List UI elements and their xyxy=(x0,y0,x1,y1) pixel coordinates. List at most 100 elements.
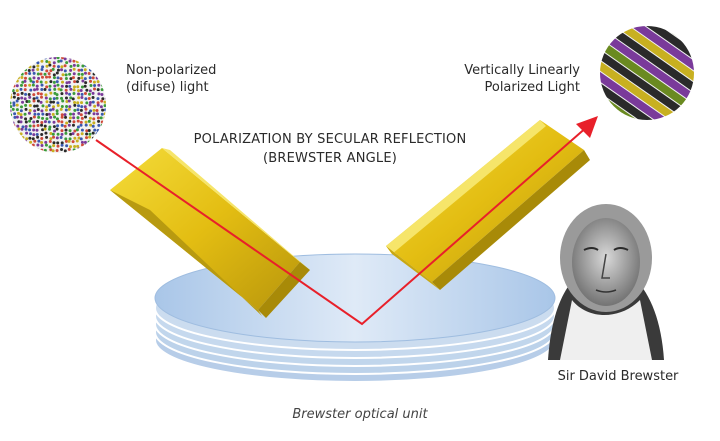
light-particle-dot xyxy=(97,136,101,140)
light-particle-dot xyxy=(28,109,32,113)
light-particle-dot xyxy=(33,112,37,116)
light-particle-dot xyxy=(76,116,80,120)
light-particle-dot xyxy=(104,125,106,129)
light-particle-dot xyxy=(75,139,79,143)
light-particle-dot xyxy=(69,77,73,81)
light-particle-dot xyxy=(95,72,99,76)
light-particle-dot xyxy=(64,128,68,132)
light-particle-dot xyxy=(100,112,104,116)
light-particle-dot xyxy=(55,127,59,131)
light-particle-dot xyxy=(103,112,106,116)
light-particle-dot xyxy=(76,133,80,137)
light-particle-dot xyxy=(12,84,16,88)
light-particle-dot xyxy=(88,76,92,80)
light-particle-dot xyxy=(91,76,95,80)
light-particle-dot xyxy=(36,61,40,65)
light-particle-dot xyxy=(100,123,104,127)
light-particle-dot xyxy=(56,101,60,105)
light-particle-dot xyxy=(19,132,23,136)
light-particle-dot xyxy=(10,135,13,139)
light-particle-dot xyxy=(48,127,52,131)
light-particle-dot xyxy=(43,124,47,128)
light-particle-dot xyxy=(16,93,20,97)
light-particle-dot xyxy=(17,120,21,124)
light-particle-dot xyxy=(80,132,84,136)
light-particle-dot xyxy=(10,93,12,97)
light-particle-dot xyxy=(105,140,106,144)
light-particle-dot xyxy=(84,143,88,147)
light-particle-dot xyxy=(101,83,105,87)
light-particle-dot xyxy=(75,60,79,64)
light-particle-dot xyxy=(80,101,84,105)
light-particle-dot xyxy=(80,140,84,144)
light-particle-dot xyxy=(83,84,87,88)
light-particle-dot xyxy=(23,112,27,116)
light-particle-dot xyxy=(27,60,31,64)
light-particle-dot xyxy=(57,59,61,63)
light-particle-dot xyxy=(43,120,47,124)
light-particle-dot xyxy=(87,97,91,101)
light-particle-dot xyxy=(71,76,75,80)
light-particle-dot xyxy=(40,120,44,124)
light-particle-dot xyxy=(43,87,47,91)
light-particle-dot xyxy=(28,65,32,69)
light-particle-dot xyxy=(76,125,80,129)
non-polarized-label: Non-polarized (difuse) light xyxy=(126,62,256,96)
light-particle-dot xyxy=(17,139,21,143)
light-particle-dot xyxy=(89,79,93,83)
light-particle-dot xyxy=(48,57,52,60)
light-particle-dot xyxy=(97,92,101,96)
light-particle-dot xyxy=(13,112,17,116)
light-particle-dot xyxy=(12,95,16,99)
light-particle-dot xyxy=(76,64,80,68)
light-particle-dot xyxy=(16,124,20,128)
light-particle-dot xyxy=(28,119,32,123)
light-particle-dot xyxy=(71,123,75,127)
light-particle-dot xyxy=(92,144,96,148)
light-particle-dot xyxy=(56,76,60,80)
light-particle-dot xyxy=(51,149,55,153)
light-particle-dot xyxy=(95,112,99,116)
light-particle-dot xyxy=(16,136,20,140)
light-particle-dot xyxy=(28,136,32,140)
light-particle-dot xyxy=(48,75,52,79)
light-particle-dot xyxy=(10,88,12,92)
light-particle-dot xyxy=(53,84,57,88)
light-particle-dot xyxy=(10,115,11,119)
light-particle-dot xyxy=(52,100,56,104)
light-particle-dot xyxy=(64,137,68,141)
light-particle-dot xyxy=(27,148,31,152)
light-particle-dot xyxy=(93,87,97,91)
light-particle-dot xyxy=(39,100,43,104)
light-particle-dot xyxy=(35,104,39,108)
light-particle-dot xyxy=(39,80,43,84)
light-particle-dot xyxy=(23,139,27,143)
light-particle-dot xyxy=(12,124,16,128)
light-particle-dot xyxy=(93,104,97,108)
light-particle-dot xyxy=(23,147,27,151)
light-particle-dot xyxy=(67,80,71,84)
light-particle-dot xyxy=(32,93,36,97)
light-particle-dot xyxy=(10,133,11,137)
light-particle-dot xyxy=(39,92,43,96)
light-particle-dot xyxy=(68,119,72,123)
light-particle-dot xyxy=(39,95,43,99)
light-particle-dot xyxy=(79,113,83,117)
non-polarized-label-line1: Non-polarized xyxy=(126,63,217,78)
light-particle-dot xyxy=(88,132,92,136)
light-particle-dot xyxy=(52,141,56,145)
light-particle-dot xyxy=(64,108,68,112)
light-particle-dot xyxy=(40,143,44,147)
polarized-label-line1: Vertically Linearly xyxy=(464,63,580,78)
light-particle-dot xyxy=(72,59,76,63)
light-particle-dot xyxy=(91,96,95,100)
light-particle-dot xyxy=(49,69,53,73)
light-particle-dot xyxy=(33,139,37,143)
light-particle-dot xyxy=(103,116,106,120)
light-particle-dot xyxy=(100,139,104,143)
light-particle-dot xyxy=(32,97,36,101)
light-particle-dot xyxy=(60,115,64,119)
light-particle-dot xyxy=(16,147,20,151)
light-particle-dot xyxy=(91,136,95,140)
light-particle-dot xyxy=(59,77,63,81)
